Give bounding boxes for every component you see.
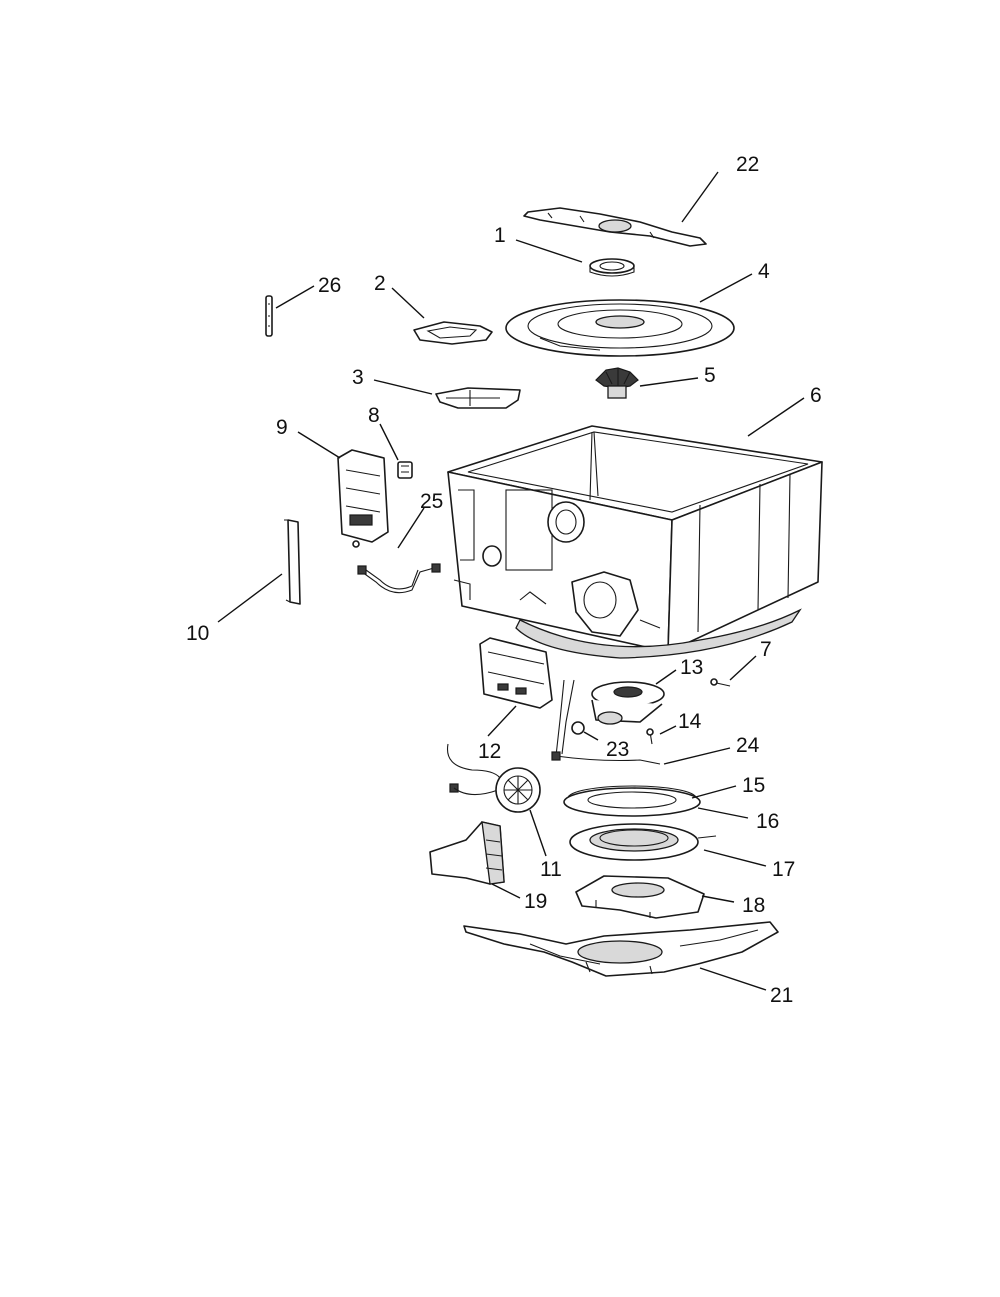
callout-19: 19 <box>524 890 547 913</box>
part-23-gasket <box>571 721 585 735</box>
leader-26 <box>275 285 315 309</box>
leader-16 <box>697 807 749 819</box>
leader-17 <box>703 849 767 867</box>
callout-5: 5 <box>704 364 716 387</box>
part-19-duct <box>429 821 505 885</box>
leader-7 <box>729 655 757 681</box>
leader-13 <box>655 669 677 685</box>
callout-9: 9 <box>276 416 288 439</box>
leader-3 <box>373 379 433 395</box>
part-13-pump <box>591 681 665 725</box>
callout-18: 18 <box>742 894 765 917</box>
leader-10 <box>217 573 283 623</box>
part-5-impeller <box>595 367 639 399</box>
leader-15 <box>691 785 737 799</box>
part-12-control-board <box>479 637 553 709</box>
callout-labels: 22 1 4 26 2 3 5 6 8 9 25 10 7 13 14 12 2… <box>186 153 822 1007</box>
leader-18 <box>701 895 735 903</box>
callout-12: 12 <box>478 740 501 763</box>
part-7-screw <box>710 678 731 687</box>
callout-21: 21 <box>770 984 793 1007</box>
leader-24 <box>663 747 731 765</box>
part-9-control-module <box>337 449 389 548</box>
callout-15: 15 <box>742 774 765 797</box>
part-16-gasket-ring <box>563 787 701 817</box>
leader-8 <box>379 423 399 461</box>
leader-1 <box>515 239 583 263</box>
leader-9 <box>297 431 341 459</box>
part-4-filter-plate <box>505 299 735 357</box>
part-3-cover <box>435 387 521 409</box>
callout-14: 14 <box>678 710 702 733</box>
callout-4: 4 <box>758 260 770 283</box>
part-17-ring-plate <box>569 823 717 861</box>
callout-17: 17 <box>772 858 795 881</box>
leader-4 <box>699 273 753 303</box>
callout-10: 10 <box>186 622 209 645</box>
part-18-base-support <box>575 875 705 919</box>
part-10-bracket <box>284 519 301 605</box>
callout-23: 23 <box>606 738 629 761</box>
callout-26: 26 <box>318 274 341 297</box>
leader-12 <box>487 705 517 737</box>
part-25-wire-harness <box>357 563 441 594</box>
part-26-clip <box>265 295 273 337</box>
leader-23 <box>583 731 599 741</box>
part-11-fan <box>446 743 541 813</box>
leader-14 <box>659 725 677 735</box>
leader-22 <box>681 171 719 223</box>
callout-7: 7 <box>760 638 772 661</box>
leader-19 <box>491 883 521 899</box>
callout-3: 3 <box>352 366 364 389</box>
leader-2 <box>391 287 425 319</box>
callout-24: 24 <box>736 734 760 757</box>
callout-11: 11 <box>540 858 562 881</box>
leader-25 <box>397 507 425 549</box>
part-1-retainer <box>589 258 635 277</box>
callout-13: 13 <box>680 656 703 679</box>
leader-11 <box>529 809 547 857</box>
callout-16: 16 <box>756 810 779 833</box>
part-6-tub-frame <box>447 425 823 659</box>
callout-25: 25 <box>420 490 443 513</box>
callout-6: 6 <box>810 384 822 407</box>
leader-lines <box>217 171 805 991</box>
callout-2: 2 <box>374 272 386 295</box>
callout-1: 1 <box>494 224 506 247</box>
part-21-base-pan <box>463 921 779 977</box>
part-22-upper-spray-arm <box>523 207 707 247</box>
part-8-connector <box>397 461 413 479</box>
part-14-pin <box>646 728 654 745</box>
leader-21 <box>699 967 767 991</box>
callout-8: 8 <box>368 404 380 427</box>
callout-22: 22 <box>736 153 759 176</box>
part-2-gasket <box>413 321 493 345</box>
leader-5 <box>639 377 699 387</box>
leader-6 <box>747 397 805 437</box>
part-24-wire-lead <box>551 679 661 765</box>
